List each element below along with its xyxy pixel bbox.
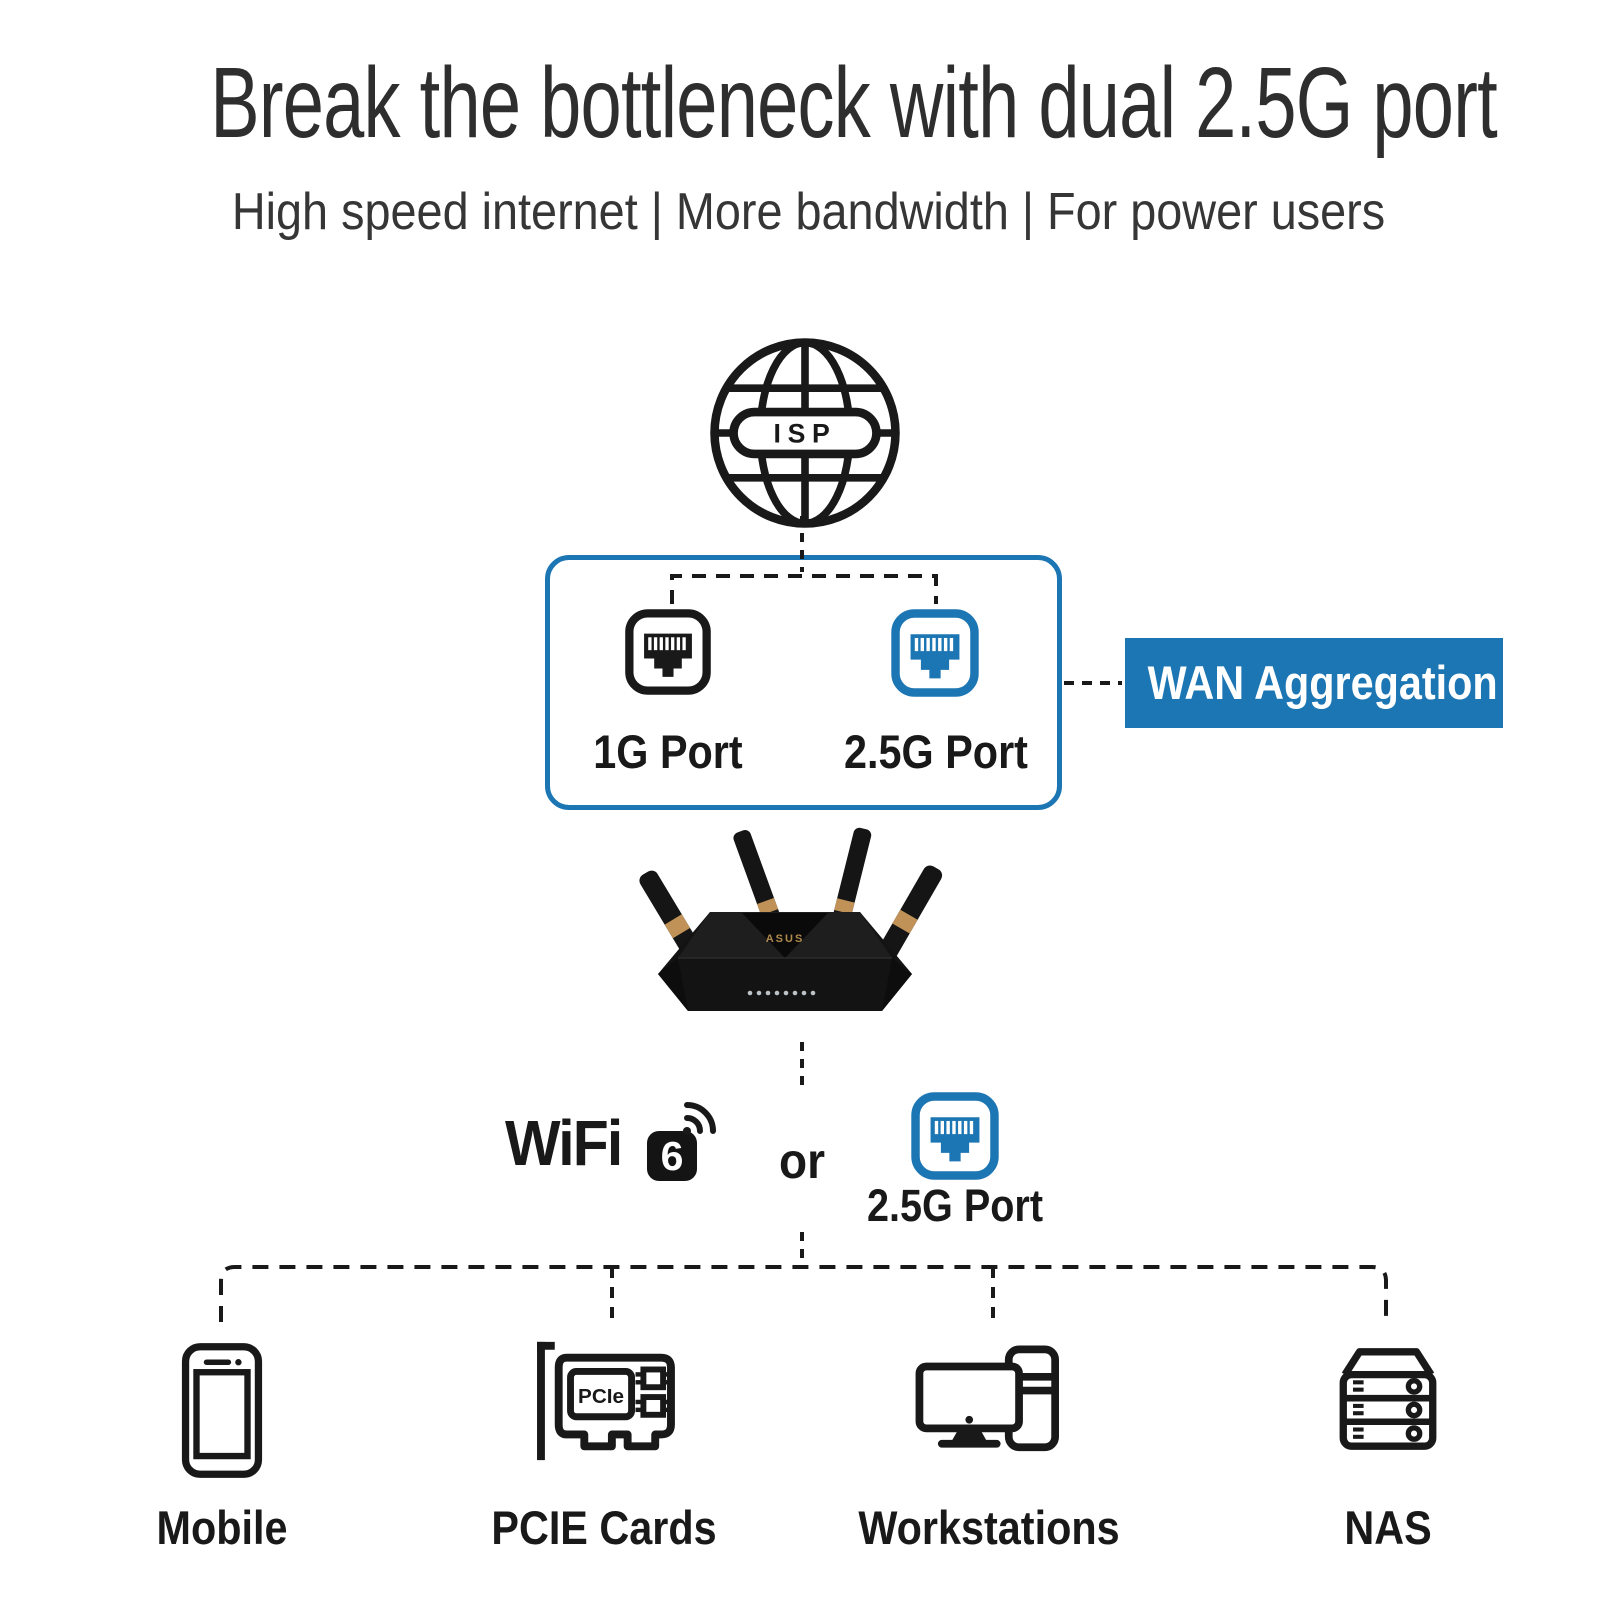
router-image: ASUS: [639, 827, 943, 1011]
router-led-row: [747, 990, 816, 996]
connector-device-branch: [219, 1265, 1388, 1322]
wifi6-logo: WiFi 6: [505, 1095, 745, 1181]
device-nas: NAS: [1238, 1336, 1538, 1566]
device-label-pcie-cards: PCIE Cards: [491, 1501, 717, 1554]
device-pcie-cards: PCIe PCIE Cards: [454, 1336, 754, 1566]
lan-port-2-5g-icon: [911, 1092, 999, 1180]
router-antenna-left-inner: [733, 830, 780, 922]
port-label-2-5g: 2.5G Port: [844, 725, 1028, 778]
pcie-chip-label: PCIe: [578, 1385, 624, 1408]
mobile-phone-icon: [181, 1343, 263, 1478]
lan-port-label: 2.5G Port: [866, 1180, 1044, 1231]
device-label-mobile: Mobile: [156, 1501, 288, 1554]
pcie-card-icon: PCIe: [537, 1341, 675, 1461]
router-antenna-right-inner: [833, 827, 872, 921]
isp-globe-icon: ISP: [710, 338, 900, 528]
isp-label: ISP: [774, 419, 837, 449]
device-label-workstations: Workstations: [858, 1501, 1120, 1554]
wifi-generation-badge: 6: [647, 1131, 697, 1181]
router-antenna-right-outer: [875, 865, 943, 964]
port-label-1g: 1G Port: [593, 725, 743, 778]
nas-server-icon: [1339, 1348, 1437, 1450]
device-mobile: Mobile: [72, 1336, 372, 1566]
router-brand-logo: ASUS: [766, 933, 805, 945]
ethernet-port-2-5g-icon: [891, 609, 979, 697]
workstation-icon: [915, 1345, 1059, 1452]
wifi-signal-icon: [683, 1102, 716, 1135]
ethernet-port-1g-icon: [625, 609, 711, 695]
wifi-label: WiFi: [505, 1107, 623, 1179]
page-subtitle: High speed internet | More bandwidth | F…: [231, 183, 1386, 241]
device-label-nas: NAS: [1344, 1501, 1432, 1554]
wan-aggregation-badge: WAN Aggregation: [1125, 638, 1503, 728]
page-title: Break the bottleneck with dual 2.5G port: [210, 47, 1497, 159]
wan-aggregation-label: WAN Aggregation: [1147, 656, 1498, 709]
or-label: or: [779, 1133, 825, 1189]
device-workstations: Workstations: [839, 1336, 1139, 1566]
